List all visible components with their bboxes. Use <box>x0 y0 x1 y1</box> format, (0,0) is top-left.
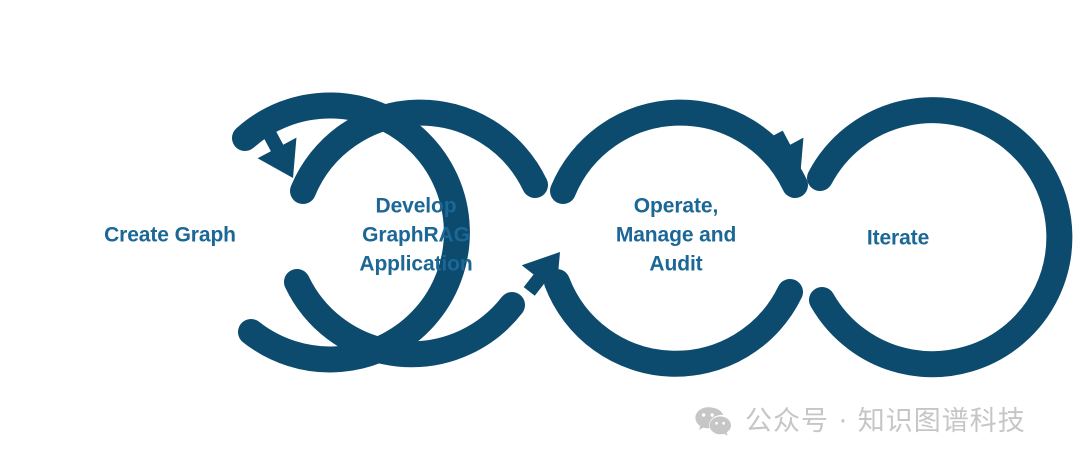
watermark: 公众号 · 知识图谱科技 <box>693 402 1026 442</box>
arc-develop-bottom <box>284 269 525 368</box>
arc-develop-top <box>290 99 548 204</box>
arc-operate-bottom <box>544 269 803 377</box>
wechat-icon <box>695 407 731 436</box>
arc-create-graph <box>232 92 470 373</box>
arc-operate-top <box>550 99 808 204</box>
watermark-text: 公众号 · 知识图谱科技 <box>745 406 1026 437</box>
arc-iterate <box>807 97 1073 378</box>
